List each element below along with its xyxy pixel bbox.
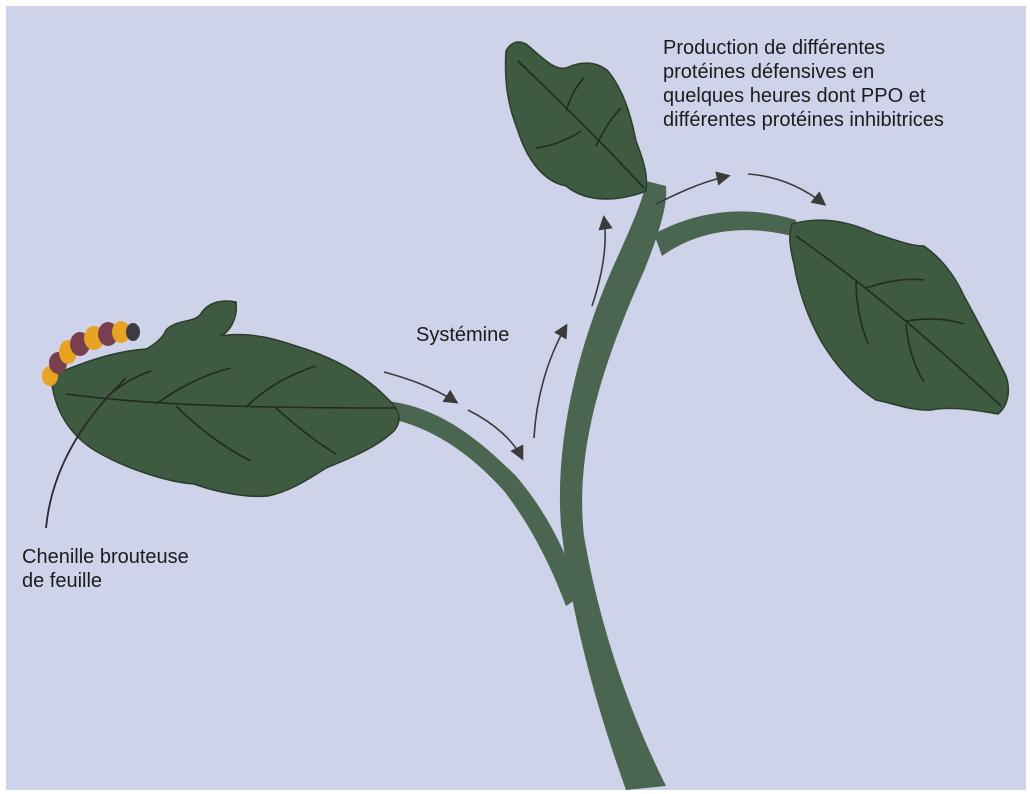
caterpillar-label-line: Chenille brouteuse bbox=[22, 546, 189, 568]
production-label: Production de différentes protéines défe… bbox=[663, 36, 944, 132]
bitten-leaf bbox=[50, 300, 400, 498]
right-leaf bbox=[789, 219, 1010, 415]
right-branch bbox=[654, 211, 799, 256]
left-branch bbox=[386, 401, 581, 606]
caterpillar-icon bbox=[42, 321, 140, 386]
signal-flow-arrows bbox=[383, 171, 827, 461]
production-label-line: Production de différentes bbox=[663, 37, 886, 59]
systemine-label-text: Systémine bbox=[416, 324, 510, 346]
systemine-label: Systémine bbox=[416, 323, 509, 347]
plant-illustration bbox=[42, 41, 1010, 790]
top-leaf-veins bbox=[517, 60, 645, 189]
caterpillar-pointer-line bbox=[45, 377, 127, 529]
caterpillar-label: Chenille brouteuse de feuille bbox=[22, 545, 189, 593]
production-label-line: quelques heures dont PPO et bbox=[663, 85, 926, 107]
main-stem bbox=[559, 181, 667, 790]
right-leaf-veins bbox=[795, 235, 1002, 407]
production-label-line: protéines défensives en bbox=[663, 61, 875, 83]
production-label-line: différentes protéines inhibitrices bbox=[663, 109, 944, 131]
diagram-frame: Production de différentes protéines défe… bbox=[6, 6, 1026, 790]
bitten-leaf-veins bbox=[65, 365, 397, 462]
caterpillar-label-line: de feuille bbox=[22, 570, 103, 592]
top-leaf bbox=[504, 41, 648, 200]
